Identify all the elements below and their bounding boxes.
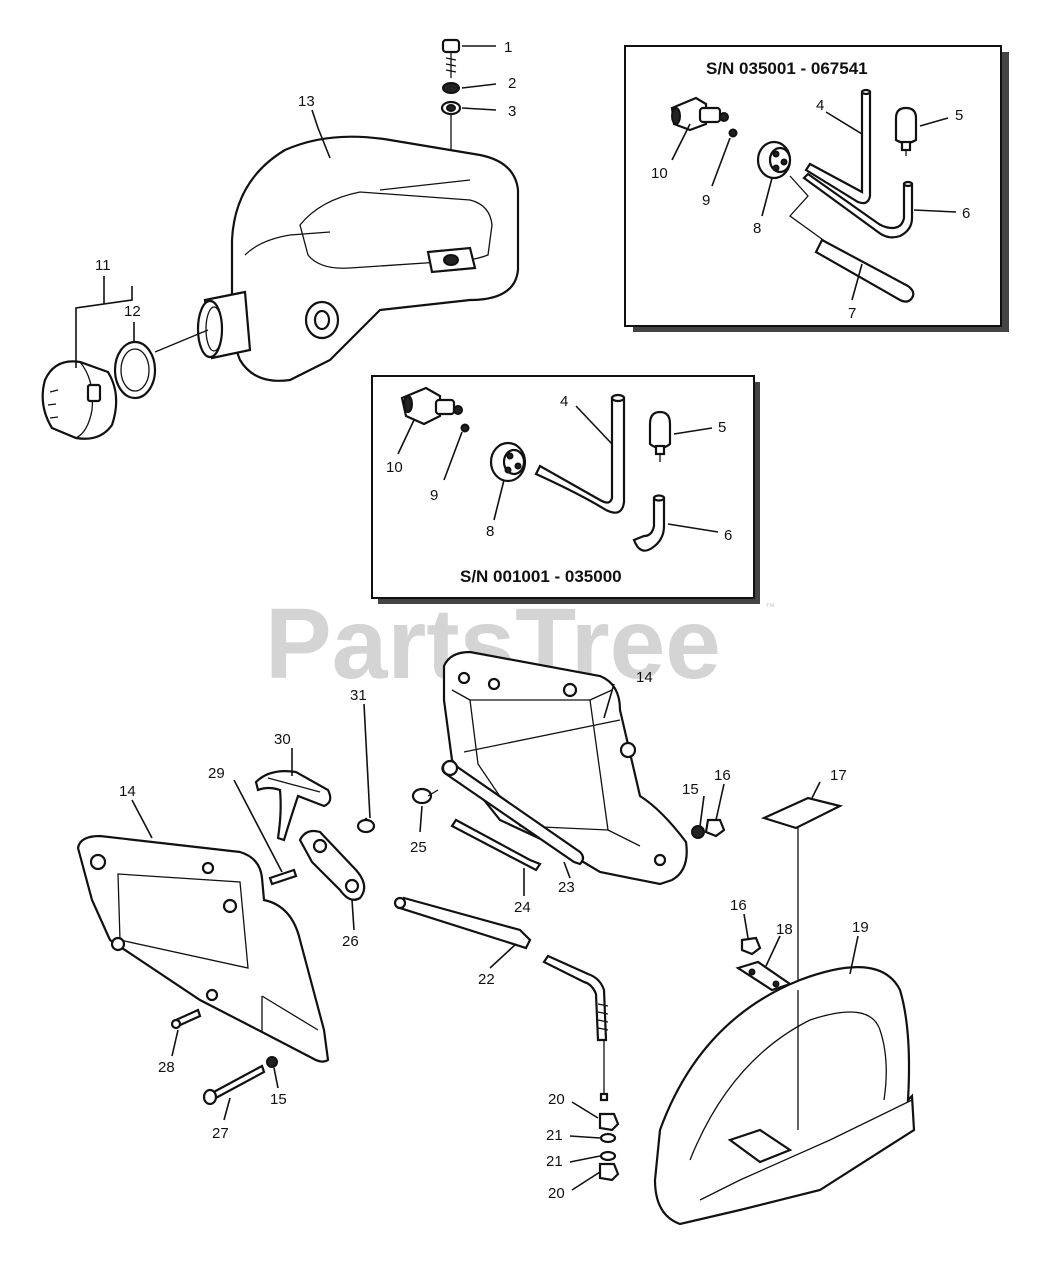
part-fuel-line-7-connector: [789, 175, 827, 243]
part-washer-21-b: [599, 1150, 617, 1162]
callout-16-a: 16: [714, 767, 731, 784]
callout-19: 19: [852, 919, 869, 936]
watermark-trademark: ™: [765, 602, 775, 613]
callout-17: 17: [830, 767, 847, 784]
callout-21-a: 21: [546, 1127, 563, 1144]
callout-15-right: 15: [682, 781, 699, 798]
part-lockout-lever: [298, 829, 366, 901]
callout-16-b: 16: [730, 897, 747, 914]
callout-25: 25: [410, 839, 427, 856]
inset-top: S/N 035001 - 067541: [624, 45, 1009, 332]
part-nut-20-a: [598, 1112, 620, 1132]
callout-21-b: 21: [546, 1153, 563, 1170]
part-washer-21-a: [599, 1132, 617, 1144]
callout-20-a: 20: [548, 1091, 565, 1108]
part-handle-half-left: [76, 834, 330, 1063]
part-screw-25: [411, 787, 439, 805]
callout-18: 18: [776, 921, 793, 938]
part-throttle-cable: [398, 896, 532, 950]
inset-top-callout-4: 4: [816, 97, 824, 114]
callout-11: 11: [95, 257, 111, 274]
callout-27: 27: [212, 1125, 229, 1142]
inset-bottom-callout-9: 9: [430, 487, 438, 504]
part-screw-27: [208, 1064, 266, 1102]
part-fuel-filter-b: [648, 410, 672, 462]
callout-28: 28: [158, 1059, 175, 1076]
inset-top-title: S/N 035001 - 067541: [706, 59, 868, 78]
part-ball-b: [460, 423, 470, 433]
part-plate: [735, 960, 793, 992]
callout-15-left: 15: [270, 1091, 287, 1108]
inset-bottom-callout-8: 8: [486, 523, 494, 540]
part-nut-16-b: [740, 936, 762, 956]
inset-bottom-callout-5: 5: [718, 419, 726, 436]
front-handle-assembly: [569, 781, 916, 1226]
callout-23: 23: [558, 879, 575, 896]
callout-22: 22: [478, 971, 495, 988]
inset-top-callout-9: 9: [702, 192, 710, 209]
part-grommet-8: [756, 140, 792, 180]
part-washer: [442, 82, 460, 94]
part-front-handle: [653, 966, 916, 1226]
part-cable-end: [542, 954, 609, 1102]
part-nut-20-b: [598, 1162, 620, 1182]
inset-bottom: S/N 001001 - 035000: [371, 375, 760, 604]
part-fuel-cap: [41, 360, 118, 440]
inset-top-callout-8: 8: [753, 220, 761, 237]
callout-12: 12: [124, 303, 141, 320]
part-fuel-line-6-b: [632, 496, 666, 552]
inset-bottom-callout-10: 10: [386, 459, 403, 476]
callout-1: 1: [504, 39, 512, 56]
part-primer-b: [400, 386, 463, 426]
part-decal: [760, 796, 844, 830]
part-pin: [268, 868, 298, 886]
part-bolt: [441, 38, 461, 78]
part-primer: [670, 96, 729, 132]
part-fuel-tank: [196, 135, 520, 382]
part-cable-24: [450, 818, 542, 872]
fuel-tank-assembly: [41, 38, 520, 440]
inset-top-callout-5: 5: [955, 107, 963, 124]
callout-26: 26: [342, 933, 359, 950]
part-washer-15: [691, 825, 705, 839]
part-washer-15-left: [266, 1056, 278, 1068]
part-fuel-filter: [894, 106, 918, 156]
inset-bottom-title: S/N 001001 - 035000: [460, 567, 622, 586]
part-throttle-trigger: [254, 770, 332, 842]
handle-assembly: [76, 650, 726, 1182]
inset-top-callout-10: 10: [651, 165, 668, 182]
part-fuel-line-7: [814, 238, 915, 303]
callout-31: 31: [350, 687, 367, 704]
part-ball: [728, 128, 738, 138]
callout-29: 29: [208, 765, 225, 782]
inset-bottom-callout-6: 6: [724, 527, 732, 544]
callout-2: 2: [508, 75, 516, 92]
callout-30: 30: [274, 731, 291, 748]
part-grommet-8-b: [489, 441, 527, 483]
callout-13: 13: [298, 93, 315, 110]
inset-bottom-callout-4: 4: [560, 393, 568, 410]
part-handle-half-right: [442, 650, 688, 886]
inset-top-callout-7: 7: [848, 305, 856, 322]
callout-3: 3: [508, 103, 516, 120]
callout-20-b: 20: [548, 1185, 565, 1202]
inset-top-callout-6: 6: [962, 205, 970, 222]
callout-14-left: 14: [119, 783, 136, 800]
callout-24: 24: [514, 899, 531, 916]
part-fuel-line-4: [804, 90, 872, 205]
callout-14-right: 14: [636, 669, 653, 686]
part-fuel-line-4-b: [534, 396, 626, 514]
part-nut-16: [704, 818, 726, 838]
